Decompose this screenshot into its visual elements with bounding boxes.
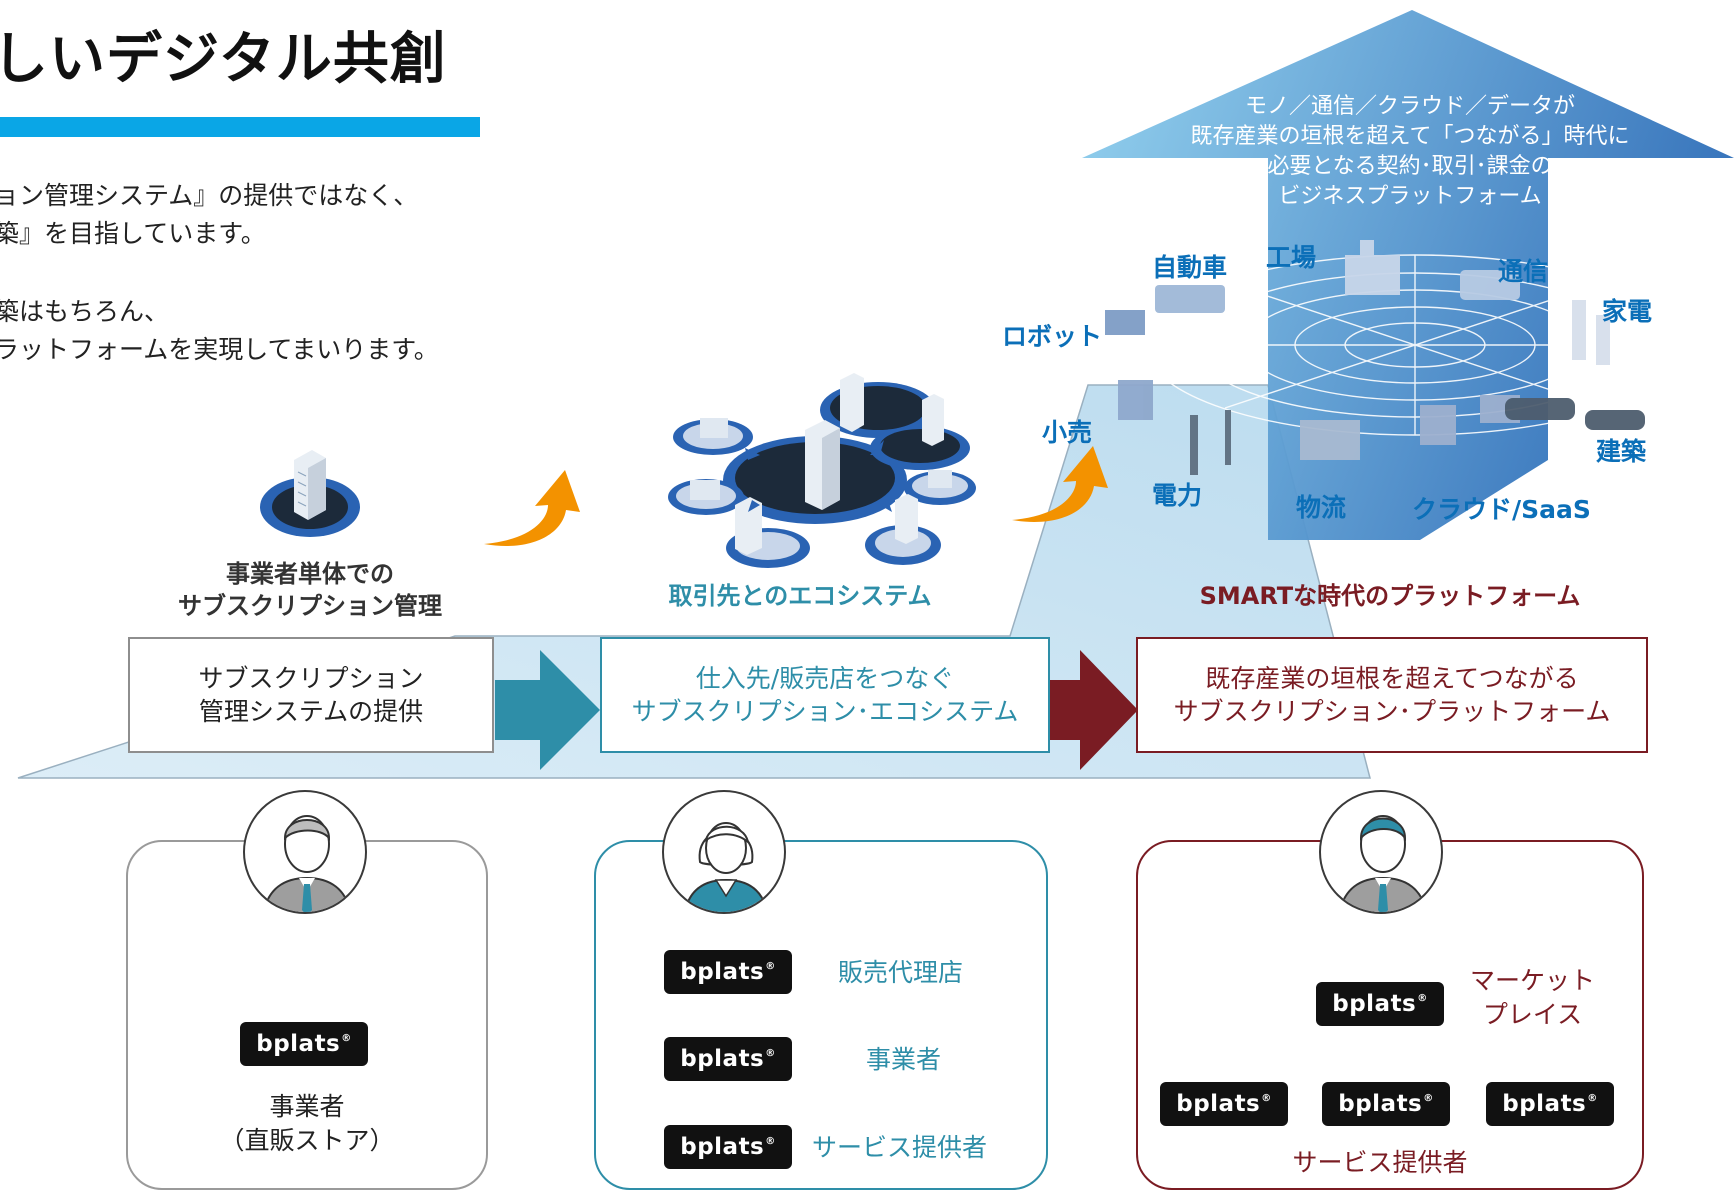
sector-logistics: 物流 xyxy=(1296,493,1347,522)
bplats-logo-marketplace: bplats® xyxy=(1316,982,1444,1026)
marketplace-line-2: プレイス xyxy=(1482,1000,1583,1029)
banner-line-3: 必要となる契約･取引･課金の xyxy=(1267,154,1553,179)
logo-text: bplats xyxy=(680,959,765,985)
marketplace-label: マーケット プレイス xyxy=(1470,964,1595,1032)
sector-power: 電力 xyxy=(1152,481,1203,510)
logo-text: bplats xyxy=(1176,1091,1261,1117)
intro-line-3: 築はもちろん、 xyxy=(0,297,170,326)
marketplace-line-1: マーケット xyxy=(1470,966,1596,995)
person-icon xyxy=(1338,815,1428,912)
stage3-label: SMARTな時代のプラットフォーム xyxy=(1130,580,1650,612)
person-avatar-ecosystem xyxy=(662,790,786,914)
person-icon xyxy=(262,815,352,912)
page-headline: しいデジタル共創 xyxy=(0,27,447,92)
direct-role-line-1: 事業者 xyxy=(269,1092,345,1121)
bplats-logo-provider-1: bplats® xyxy=(1160,1082,1288,1126)
logo-text: bplats xyxy=(1338,1091,1423,1117)
stage1-label: 事業者単体での サブスクリプション管理 xyxy=(150,558,470,622)
stage1-box-line-1: サブスクリプション xyxy=(198,664,424,693)
logo-reg: ® xyxy=(765,960,776,972)
logo-text: bplats xyxy=(1502,1091,1587,1117)
globe-network xyxy=(1144,254,1686,436)
stage2-box-line-1: 仕入先/販売店をつなぐ xyxy=(695,664,955,693)
stage3-box-line-1: 既存産業の垣根を超えてつながる xyxy=(1205,664,1579,693)
stage1-label-line-1: 事業者単体での xyxy=(226,560,394,588)
stage3-box-line-2: サブスクリプション･プラットフォーム xyxy=(1173,697,1611,726)
stage1-building-icon xyxy=(260,450,360,537)
banner-text: モノ／通信／クラウド／データが 既存産業の垣根を超えて「つながる」時代に 必要と… xyxy=(1150,92,1670,212)
sector-robot: ロボット xyxy=(1002,322,1103,351)
sector-cloud-saas: クラウド/SaaS xyxy=(1412,495,1591,524)
logo-reg: ® xyxy=(341,1032,352,1044)
person-avatar-platform xyxy=(1319,790,1443,914)
logo-text: bplats xyxy=(256,1031,341,1057)
direct-role-line-2: （直販ストア） xyxy=(219,1126,395,1155)
logo-reg: ® xyxy=(765,1135,776,1147)
person-icon xyxy=(683,822,769,912)
sector-construction: 建築 xyxy=(1596,437,1647,466)
bplats-logo-business: bplats® xyxy=(664,1037,792,1081)
stage2-box: 仕入先/販売店をつなぐ サブスクリプション･エコシステム xyxy=(600,637,1050,753)
logo-reg: ® xyxy=(765,1047,776,1059)
sector-retail: 小売 xyxy=(1042,418,1093,447)
stage3-box: 既存産業の垣根を超えてつながる サブスクリプション･プラットフォーム xyxy=(1136,637,1648,753)
platform-provider-label: サービス提供者 xyxy=(1292,1148,1468,1177)
role-reseller: 販売代理店 xyxy=(838,958,964,987)
role-service-provider: サービス提供者 xyxy=(812,1133,988,1162)
orange-arrow-2 xyxy=(1012,446,1108,522)
bplats-logo-provider-3: bplats® xyxy=(1486,1082,1614,1126)
banner-line-1: モノ／通信／クラウド／データが xyxy=(1244,94,1575,119)
banner-line-4: ビジネスプラットフォーム xyxy=(1278,184,1542,209)
logo-text: bplats xyxy=(680,1046,765,1072)
person-avatar-direct xyxy=(243,790,367,914)
stage1-box-line-2: 管理システムの提供 xyxy=(198,697,424,726)
bplats-logo-direct: bplats® xyxy=(240,1022,368,1066)
bplats-logo-provider: bplats® xyxy=(664,1125,792,1169)
intro-line-2: 築』を目指しています。 xyxy=(0,219,266,248)
stage2-label: 取引先とのエコシステム xyxy=(620,580,980,612)
sector-telecom: 通信 xyxy=(1498,257,1549,286)
maroon-flow-arrow xyxy=(1050,650,1138,770)
stage1-label-line-2: サブスクリプション管理 xyxy=(178,592,442,620)
stage2-label-line-1: 取引先とのエコシステム xyxy=(668,582,932,610)
logo-reg: ® xyxy=(1587,1092,1598,1104)
intro-line-4: ラットフォームを実現してまいります。 xyxy=(0,335,439,364)
stage2-ecosystem-icon xyxy=(668,373,976,568)
sector-appliances: 家電 xyxy=(1602,297,1653,326)
big-up-arrow xyxy=(1082,10,1734,540)
logo-reg: ® xyxy=(1261,1092,1272,1104)
sector-automotive: 自動車 xyxy=(1152,253,1228,282)
banner-line-2: 既存産業の垣根を超えて「つながる」時代に xyxy=(1190,124,1630,149)
direct-role: 事業者 （直販ストア） xyxy=(187,1090,427,1158)
intro-line-1: ョン管理システム』の提供ではなく、 xyxy=(0,181,419,210)
stage2-box-line-2: サブスクリプション･エコシステム xyxy=(631,697,1019,726)
logo-reg: ® xyxy=(1417,992,1428,1004)
headline-underline xyxy=(0,117,480,137)
role-business: 事業者 xyxy=(866,1045,942,1074)
logo-reg: ® xyxy=(1423,1092,1434,1104)
logo-text: bplats xyxy=(680,1134,765,1160)
logo-text: bplats xyxy=(1332,991,1417,1017)
teal-flow-arrow xyxy=(495,650,600,770)
orange-arrow-1 xyxy=(484,470,580,546)
bplats-logo-reseller: bplats® xyxy=(664,950,792,994)
sector-factory: 工場 xyxy=(1266,243,1317,272)
stage3-label-line-1: SMARTな時代のプラットフォーム xyxy=(1199,582,1581,610)
industry-illustrations xyxy=(1105,240,1645,475)
bplats-logo-provider-2: bplats® xyxy=(1322,1082,1450,1126)
stage1-box: サブスクリプション 管理システムの提供 xyxy=(128,637,494,753)
